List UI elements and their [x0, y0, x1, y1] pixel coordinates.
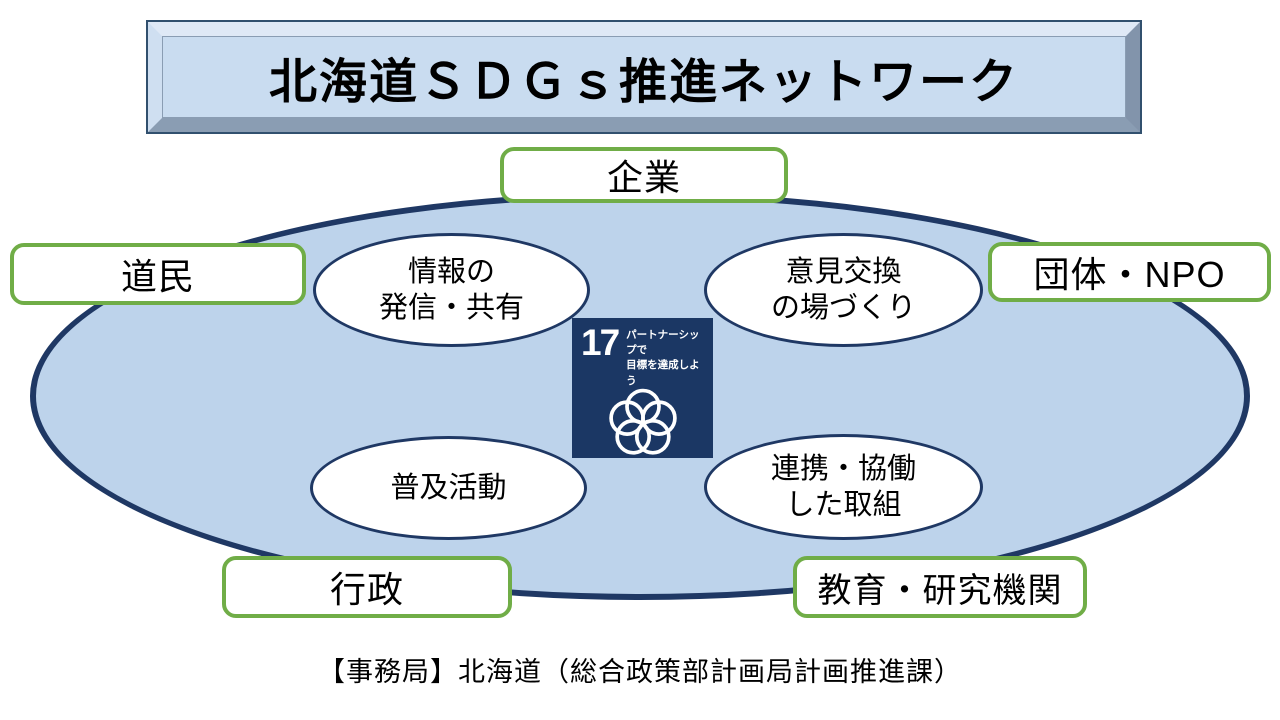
- activity-collaboration-line2: した取組: [785, 489, 902, 521]
- stakeholder-government: 行政: [222, 556, 512, 618]
- activity-opinion-exchange-line1: 意見交換: [785, 255, 902, 288]
- title-banner-face: 北海道ＳＤＧｓ推進ネットワーク: [162, 36, 1126, 118]
- stakeholder-organizations-npo-label: 団体・NPO: [1033, 254, 1226, 295]
- title-banner: 北海道ＳＤＧｓ推進ネットワーク: [146, 20, 1142, 134]
- activity-opinion-exchange-line2: の場づくり: [770, 292, 916, 324]
- sdg-goal17-caption: パートナーシップで 目標を達成しよう: [626, 328, 705, 389]
- sdg-goal17-caption-line2: 目標を達成しよう: [626, 359, 700, 387]
- sdg-goal17-header: 17 パートナーシップで 目標を達成しよう: [572, 318, 713, 389]
- activity-info-sharing: 情報の 発信・共有: [313, 233, 590, 347]
- activity-info-sharing-line2: 発信・共有: [378, 292, 524, 324]
- activity-dissemination: 普及活動: [310, 436, 587, 540]
- stakeholder-organizations-npo: 団体・NPO: [988, 242, 1271, 302]
- sdg-goal17-caption-line1: パートナーシップで: [626, 329, 700, 357]
- page-title: 北海道ＳＤＧｓ推進ネットワーク: [268, 56, 1019, 109]
- sdg-goal17-number: 17: [581, 322, 620, 363]
- activity-opinion-exchange: 意見交換 の場づくり: [704, 233, 983, 347]
- stakeholder-residents-label: 道民: [120, 256, 195, 297]
- activity-collaboration: 連携・協働 した取組: [704, 434, 983, 540]
- stakeholder-companies-label: 企業: [606, 157, 681, 198]
- stakeholder-residents: 道民: [10, 243, 306, 305]
- stakeholder-education-research-label: 教育・研究機関: [817, 571, 1063, 610]
- sdg-goal17-icon: 17 パートナーシップで 目標を達成しよう: [572, 318, 713, 458]
- activity-info-sharing-line1: 情報の: [407, 255, 495, 288]
- activity-collaboration-line1: 連携・協働: [770, 452, 916, 485]
- stakeholder-education-research: 教育・研究機関: [793, 556, 1087, 618]
- activity-dissemination-line1: 普及活動: [390, 471, 507, 504]
- stakeholder-companies: 企業: [500, 147, 788, 203]
- footer-note: 【事務局】北海道（総合政策部計画局計画推進課）: [318, 657, 962, 687]
- stakeholder-government-label: 行政: [329, 569, 404, 610]
- sdg17-flower-icon: [608, 388, 677, 455]
